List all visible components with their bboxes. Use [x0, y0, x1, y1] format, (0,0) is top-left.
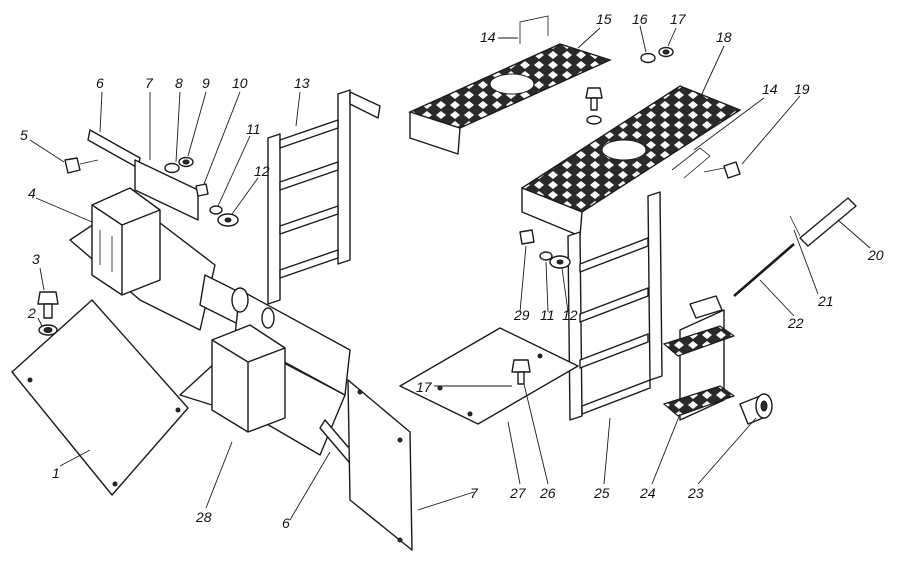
- callout-23: 23: [687, 485, 704, 501]
- callout-24: 24: [639, 485, 656, 501]
- callout-5: 5: [20, 127, 28, 143]
- washer-part-12: [217, 213, 239, 227]
- washer-part-12-right: [549, 255, 571, 269]
- washer-part-17-top: [658, 46, 674, 58]
- step-bracket-part-24: [662, 295, 736, 421]
- nut-part-16: [640, 52, 656, 64]
- callout-14-right: 14: [762, 81, 778, 97]
- callout-26: 26: [539, 485, 556, 501]
- callout-21: 21: [817, 293, 834, 309]
- washer-part-2: [38, 324, 58, 336]
- callout-7-upper: 7: [145, 75, 154, 91]
- leader-lines: [29, 25, 871, 521]
- callout-9: 9: [202, 75, 210, 91]
- callout-25: 25: [593, 485, 610, 501]
- bolt-part-10: [195, 183, 209, 197]
- callout-11-right: 11: [540, 307, 555, 323]
- callout-20: 20: [867, 247, 884, 263]
- callout-labels: 1 2 3 4 5 6 6 7 7 8 9 10 11 11 12 12 13 …: [20, 11, 884, 531]
- callout-27: 27: [509, 485, 527, 501]
- plate-part-7-upper: [134, 159, 199, 221]
- callout-1: 1: [52, 465, 60, 481]
- callout-19: 19: [794, 81, 810, 97]
- callout-28: 28: [195, 509, 212, 525]
- bolt-under-plate: [585, 87, 603, 125]
- callout-15: 15: [596, 11, 612, 27]
- callout-29: 29: [513, 307, 530, 323]
- callout-10: 10: [232, 75, 248, 91]
- handle-part-14-top: [519, 15, 549, 44]
- callout-13: 13: [294, 75, 310, 91]
- tread-plate-part-18: [520, 85, 742, 237]
- roller-part-23: [739, 393, 773, 425]
- callout-14-top: 14: [480, 29, 496, 45]
- callout-12-left: 12: [254, 163, 270, 179]
- washer-part-11-right: [539, 251, 553, 261]
- cotter-pin-part-21: [789, 215, 801, 237]
- pin-part-22: [733, 243, 795, 297]
- callout-11-left: 11: [246, 121, 261, 137]
- bolt-part-26: [511, 359, 531, 385]
- ladder-part-13: [267, 89, 381, 305]
- callout-22: 22: [787, 315, 804, 331]
- washer-part-11: [209, 205, 223, 215]
- washer-part-9: [178, 156, 194, 168]
- callout-3: 3: [32, 251, 40, 267]
- bolt-part-3: [37, 291, 59, 319]
- cover-plate-part-1: [11, 299, 189, 496]
- box-part-4-lower: [211, 324, 286, 433]
- nut-part-8: [164, 162, 180, 174]
- callout-2: 2: [27, 305, 36, 321]
- callout-12-right: 12: [562, 307, 578, 323]
- ladder-part-25: [567, 191, 663, 421]
- bolt-part-29: [519, 229, 535, 245]
- tread-plate-part-15: [408, 43, 612, 155]
- callout-16: 16: [632, 11, 648, 27]
- plate-part-7-lower: [347, 379, 413, 551]
- callout-17-lower: 17: [416, 379, 433, 395]
- callout-7-lower: 7: [470, 485, 479, 501]
- handle-part-14-right: [671, 147, 711, 179]
- callout-4: 4: [28, 185, 36, 201]
- rod-part-20: [799, 197, 857, 247]
- callout-18: 18: [716, 29, 732, 45]
- callout-6-upper: 6: [96, 75, 104, 91]
- strip-part-6-upper: [87, 129, 141, 169]
- base-plate-part-27: [399, 327, 579, 425]
- bolt-part-19: [703, 161, 741, 179]
- callout-8: 8: [175, 75, 183, 91]
- callout-17-top: 17: [670, 11, 687, 27]
- bolt-part-5: [64, 157, 99, 174]
- box-part-4-upper: [91, 187, 161, 296]
- callout-6-lower: 6: [282, 515, 290, 531]
